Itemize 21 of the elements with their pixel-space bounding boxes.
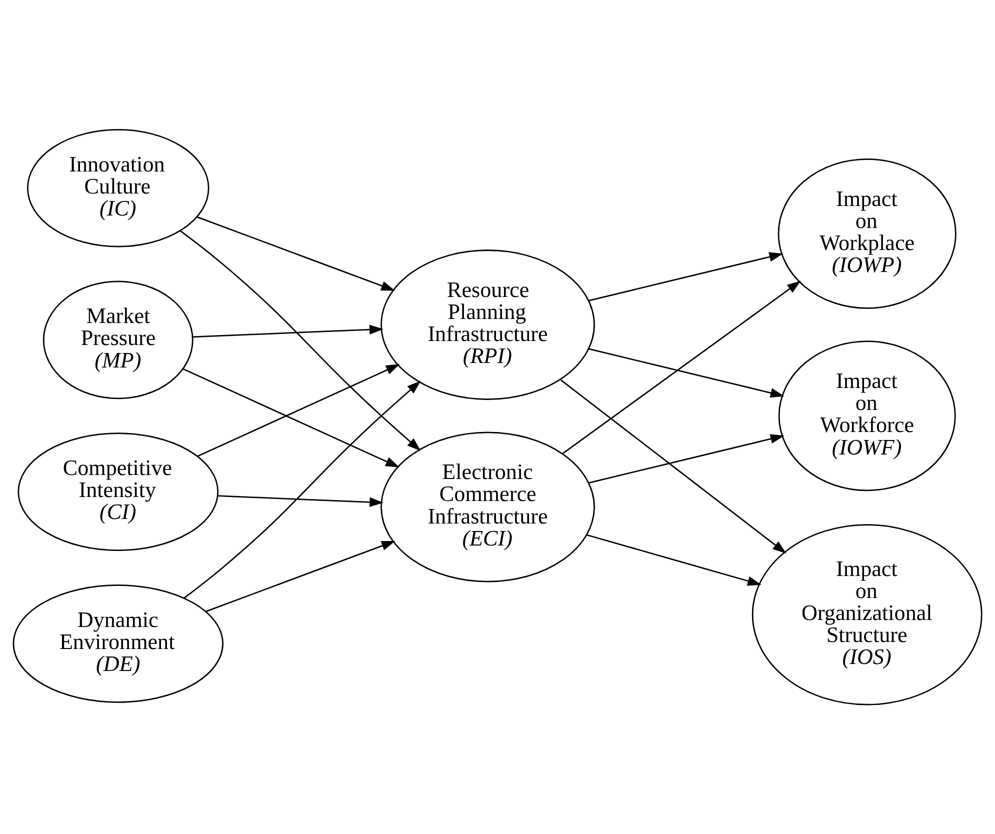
node-ellipse: Innovation Culture (IC) — [26, 128, 210, 248]
arrow — [192, 324, 384, 338]
arrow — [560, 378, 786, 554]
arrow — [206, 540, 396, 612]
node-ellipse: Market Pressure (MP) — [42, 280, 194, 400]
arrow — [588, 348, 784, 398]
arrow — [218, 495, 384, 507]
arrow — [562, 280, 801, 455]
node-ellipse: Dynamic Environment (DE) — [12, 584, 224, 703]
arrow — [197, 364, 400, 457]
arrow — [588, 434, 784, 484]
arrow — [184, 380, 421, 598]
arrow — [180, 230, 421, 452]
node-ellipse: Competitive Intensity (CI) — [18, 432, 219, 551]
arrow — [588, 252, 784, 302]
node-ellipse: Impact on Organizational Structure (IOS) — [752, 524, 982, 706]
node-ellipse: Impact on Workplace (IOWP) — [778, 158, 956, 309]
node-ellipse: Impact on Workforce (IOWF) — [778, 340, 956, 492]
arrow — [586, 534, 762, 586]
arrow — [182, 368, 400, 468]
arrow — [197, 216, 396, 291]
